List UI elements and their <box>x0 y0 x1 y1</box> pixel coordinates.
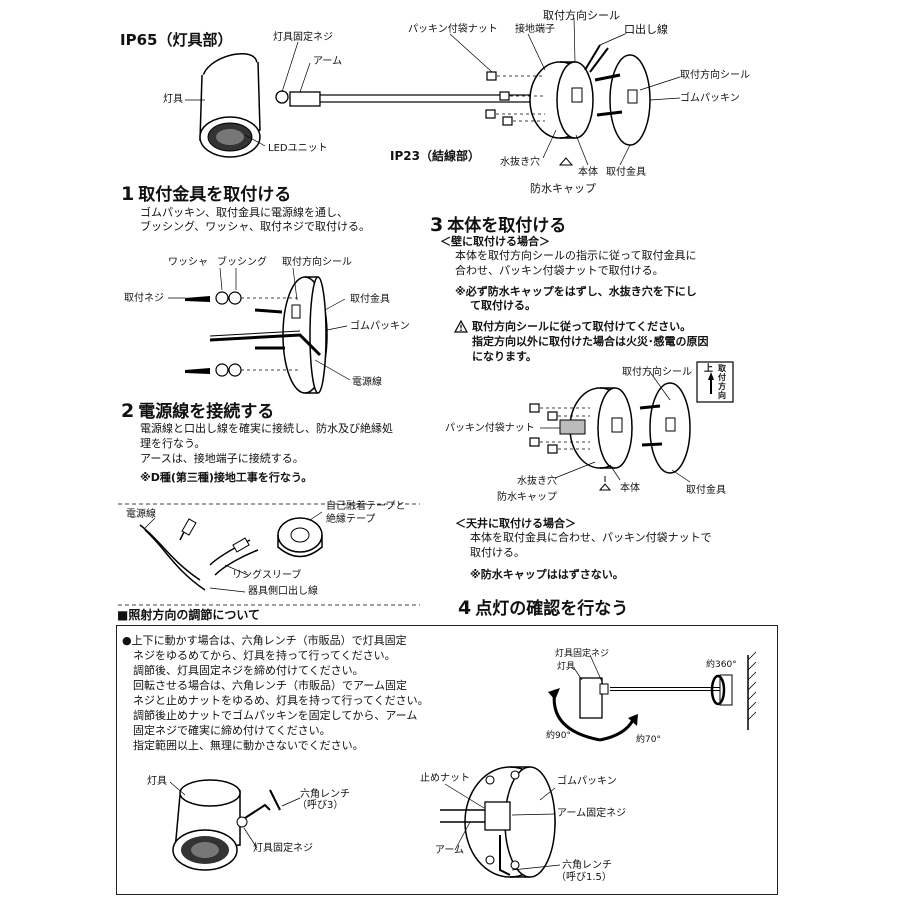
step1-power-wire-label: 電源線 <box>352 377 382 388</box>
step1-line-2: ブッシング、ワッシャ、取付ネジで取付ける。 <box>140 220 371 233</box>
step3-mount-bracket-label: 取付金具 <box>686 485 726 496</box>
bushing-label: ブッシング <box>217 257 267 268</box>
wall-note-2: て取付ける。 <box>470 299 536 312</box>
direction-seal-label: 取付方向シール <box>543 9 620 22</box>
ground-terminal-label: 接地端子 <box>515 24 555 35</box>
fixture-screw-label: 灯具固定ネジ <box>273 32 333 43</box>
warning-line-1: 取付方向シールに従って取付けてください。 <box>472 320 692 333</box>
wall-heading: ＜壁に取付ける場合＞ <box>440 235 550 248</box>
tape-label-2: 絶縁テープ <box>326 514 376 525</box>
adjust-line-5: ネジと止めナットをゆるめ、灯具を持って行ってください。 <box>122 694 429 707</box>
closeup-arm-label: アーム <box>435 845 465 856</box>
adjust-line-6: 調節後止めナットでゴムパッキンを固定してから、アーム <box>122 709 418 722</box>
rubber-packing-label: ゴムパッキン <box>680 93 740 104</box>
waterproof-cap-label: 防水キャップ <box>530 182 596 195</box>
wall-note-1: ※必ず防水キャップをはずし、水抜き穴を下にし <box>455 285 697 298</box>
adjust-line-3: 調節後、灯具固定ネジを締め付けてください。 <box>122 664 364 677</box>
step2-power-wire-label: 電源線 <box>126 509 156 520</box>
ceiling-heading: ＜天井に取付ける場合＞ <box>455 517 576 530</box>
hex-wrench-label: 六角レンチ <box>300 789 350 800</box>
step3-packing-nut-label: パッキン付袋ナット <box>445 423 535 434</box>
step2-line-3: アースは、接地端子に接続する。 <box>140 452 304 465</box>
closeup-fixture-screw-label: 灯具固定ネジ <box>253 843 313 854</box>
step1-direction-seal-label: 取付方向シール <box>282 257 352 268</box>
ring-sleeve-label: リングスリーブ <box>232 570 302 581</box>
ceiling-line-2: 取付ける。 <box>470 546 525 559</box>
overview-fixture-illustration <box>185 17 681 166</box>
direction-seal-label-2: 取付方向シール <box>680 70 750 81</box>
step3-body-label: 本体 <box>620 483 640 494</box>
overview-section: IP65（灯具部） <box>0 0 900 200</box>
lead-wire-label: 口出し線 <box>624 23 668 36</box>
body-label: 本体 <box>578 167 598 178</box>
step2-line-2: 理を行なう。 <box>140 437 206 450</box>
step3-drain-hole-label: 水抜き穴 <box>517 476 557 487</box>
warning-line-2: 指定方向以外に取付けた場合は火災･感電の原因 <box>472 335 709 348</box>
step2-lead-wire-label: 器具側口出し線 <box>248 586 318 597</box>
seal-up-label: 上 <box>704 364 714 374</box>
deg360-label: 約360° <box>706 660 737 670</box>
mount-bracket-label: 取付金具 <box>606 167 646 178</box>
mount-screw-label: 取付ネジ <box>124 293 164 304</box>
warning-icon <box>453 319 469 333</box>
step2-note: ※D種(第三種)接地工事を行なう。 <box>140 471 313 484</box>
ip65-label: IP65（灯具部） <box>120 31 233 49</box>
step1-mount-bracket-label: 取付金具 <box>350 294 390 305</box>
hex-wrench-2-label: 六角レンチ <box>562 860 612 871</box>
step1-line-1: ゴムパッキン、取付金具に電源線を通し、 <box>140 206 349 219</box>
wall-line-2: 合わせ、パッキン付袋ナットで取付ける。 <box>455 264 664 277</box>
warning-line-3: になります。 <box>472 350 537 363</box>
drain-hole-label: 水抜き穴 <box>500 157 540 168</box>
adjust-fixture-screw-label: 灯具固定ネジ <box>555 649 610 659</box>
adjust-line-2: ネジをゆるめてから、灯具を持って行ってください。 <box>122 649 396 662</box>
seal-direction-label: 取付方向 <box>718 364 726 400</box>
ip23-label: IP23（結線部） <box>390 149 480 163</box>
step2-line-1: 電源線と口出し線を確実に接続し、防水及び絶縁処 <box>140 422 393 435</box>
step1-rubber-packing-label: ゴムパッキン <box>350 321 410 332</box>
hex-size-15-label: （呼び1.5） <box>556 872 612 883</box>
wall-line-1: 本体を取付方向シールの指示に従って取付金具に <box>455 249 697 262</box>
hex-size-3-label: （呼び3） <box>297 800 344 811</box>
packing-nut-label: パッキン付袋ナット <box>408 24 498 35</box>
ceiling-line-1: 本体を取付金具に合わせ、パッキン付袋ナットで <box>470 531 712 544</box>
closeup-fixture-label: 灯具 <box>147 776 167 787</box>
tape-label: 自己融着テープと <box>326 501 406 512</box>
adjust-line-7: 固定ネジで確実に締め付けてください。 <box>122 724 331 737</box>
fixture-label: 灯具 <box>163 94 183 105</box>
step3-direction-seal-label: 取付方向シール <box>622 367 692 378</box>
adjust-line-1: ●上下に動かす場合は、六角レンチ（市販品）で灯具固定 <box>122 634 407 647</box>
stop-nut-label: 止めナット <box>420 773 470 784</box>
adjust-panel <box>116 625 778 895</box>
deg70-label: 約70° <box>636 735 661 745</box>
led-unit-label: LEDユニット <box>268 143 328 154</box>
arm-screw-label: アーム固定ネジ <box>557 808 627 819</box>
closeup-rubber-packing-label: ゴムパッキン <box>557 776 617 787</box>
washer-label: ワッシャ <box>168 257 208 268</box>
deg90-label: 約90° <box>546 731 571 741</box>
arm-label: アーム <box>313 56 343 67</box>
adjust-line-4: 回転させる場合は、六角レンチ（市販品）でアーム固定 <box>122 679 408 692</box>
ceiling-note: ※防水キャップははずさない。 <box>470 568 624 581</box>
adjust-title: ■照射方向の調節について <box>117 608 260 622</box>
step3-waterproof-cap-label: 防水キャップ <box>497 492 557 503</box>
adjust-line-8: 指定範囲以上、無理に動かさないでください。 <box>122 739 364 752</box>
adjust-fixture-label: 灯具 <box>557 662 576 672</box>
